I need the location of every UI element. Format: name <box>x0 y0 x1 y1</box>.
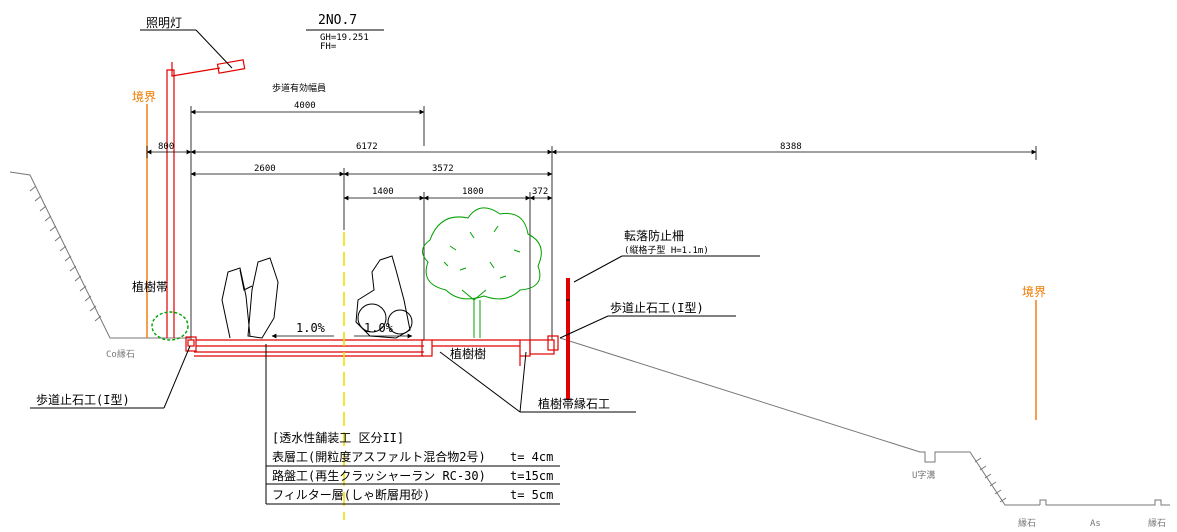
svg-text:歩道止石工(I型): 歩道止石工(I型) <box>36 392 130 407</box>
curb-a-label: 縁石 <box>1018 517 1036 529</box>
boundary-right: 境界 <box>1022 284 1046 420</box>
section-code: 2NO.7 <box>318 13 357 28</box>
curb-right-callout: 歩道止石工(I型) <box>559 300 736 339</box>
planting-curb-callout: 植樹帯縁石工 <box>439 351 636 413</box>
title-block: 2NO.7 GH=19.251 FH= <box>306 13 384 52</box>
slope-indicators: 1.0% 1.0% <box>271 321 413 339</box>
pavement-header: [透水性舗装工 区分II] <box>272 431 404 445</box>
light-pole: 照明灯 <box>140 16 246 338</box>
right-ground <box>559 337 1170 506</box>
svg-text:植樹帯縁石工: 植樹帯縁石工 <box>538 396 610 411</box>
as-label: As <box>1090 519 1101 529</box>
dim-372: 372 <box>532 187 548 197</box>
svg-text:境界: 境界 <box>132 89 156 104</box>
u-ditch-label: U字溝 <box>912 469 935 481</box>
dim-2600: 2600 <box>254 164 276 174</box>
right-labels: U字溝 縁石 As 縁石 <box>912 469 1166 529</box>
layer-filter: フィルター層(しゃ断層用砂) <box>272 487 430 502</box>
left-slope <box>9 171 190 339</box>
cyclist-figure <box>355 255 413 339</box>
street-tree: 植樹樹 <box>422 207 542 361</box>
svg-text:境界: 境界 <box>1022 284 1046 299</box>
pedestrian-figure <box>221 257 279 339</box>
co-curb-label: Co縁石 <box>106 348 135 360</box>
fence-label: 転落防止柵 <box>624 228 684 243</box>
dim-1800: 1800 <box>462 187 484 197</box>
gh-value: GH=19.251 <box>320 33 369 43</box>
dim-3572: 3572 <box>432 164 454 174</box>
effective-width-label: 歩道有効幅員 <box>272 82 326 94</box>
svg-text:歩道止石工(I型): 歩道止石工(I型) <box>610 300 704 315</box>
fence-type: (縦格子型 H=1.1m) <box>624 244 709 256</box>
fall-prevention-fence: 転落防止柵 (縦格子型 H=1.1m) <box>566 228 760 400</box>
slope-left: 1.0% <box>296 321 326 335</box>
dimensions: 歩道有効幅員 4000 800 6172 8388 2600 3572 1400… <box>146 82 1037 340</box>
svg-text:t= 4cm: t= 4cm <box>510 450 553 464</box>
boundary-left: 境界 <box>132 89 156 338</box>
layer-base: 路盤工(再生クラッシャーラン RC-30) <box>272 468 486 483</box>
pavement-section <box>185 335 559 366</box>
planting-strip-left: 植樹帯 Co縁石 <box>106 279 189 360</box>
svg-text:t=15cm: t=15cm <box>510 469 553 483</box>
dim-800: 800 <box>158 142 174 152</box>
svg-text:t= 5cm: t= 5cm <box>510 488 553 502</box>
dim-8388: 8388 <box>780 142 802 152</box>
dim-4000: 4000 <box>294 101 316 111</box>
light-label: 照明灯 <box>146 16 182 30</box>
street-tree-label: 植樹樹 <box>450 346 486 361</box>
slope-right: 1.0% <box>364 321 394 335</box>
curb-left-callout: 歩道止石工(I型) <box>30 345 191 409</box>
dim-1400: 1400 <box>372 187 394 197</box>
fh-value: FH= <box>320 42 337 52</box>
svg-text:植樹帯: 植樹帯 <box>132 279 168 294</box>
curb-b-label: 縁石 <box>1148 517 1166 529</box>
dim-6172: 6172 <box>356 142 378 152</box>
layer-surface: 表層工(開粒度アスファルト混合物2号) <box>272 449 486 464</box>
pavement-callout: [透水性舗装工 区分II] 表層工(開粒度アスファルト混合物2号) t= 4cm… <box>265 344 560 505</box>
